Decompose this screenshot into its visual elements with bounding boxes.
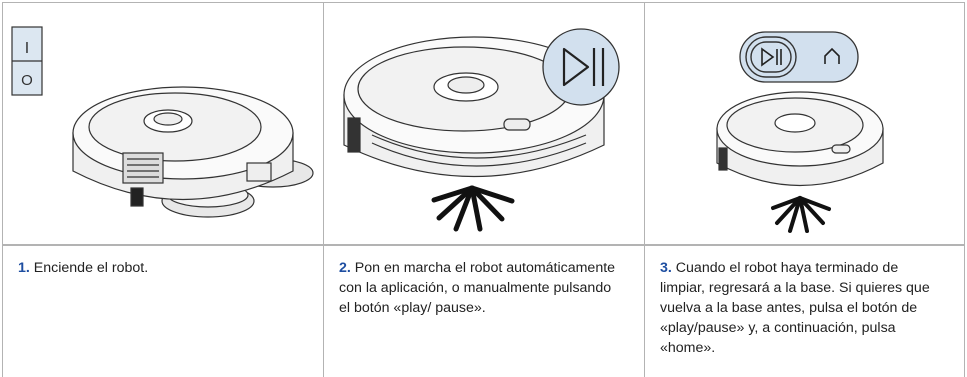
switch-off-symbol: O	[21, 72, 33, 89]
control-panel	[739, 31, 859, 83]
step-1-number: 1.	[18, 260, 30, 276]
power-switch-icon: I O	[11, 26, 43, 96]
robot-vacuum-with-mop-pads	[72, 86, 314, 218]
home-icon	[824, 47, 840, 64]
step-3-illustration	[644, 2, 965, 245]
step-3-text-cell: 3. Cuando el robot haya terminado de lim…	[644, 245, 965, 377]
step-3-number: 3.	[660, 260, 672, 276]
play-pause-icon	[745, 36, 797, 78]
step-1-illustration: I O	[2, 2, 324, 245]
step-3-caption: 3. Cuando el robot haya terminado de lim…	[660, 258, 944, 358]
step-2-number: 2.	[339, 260, 351, 276]
switch-on-symbol: I	[25, 40, 29, 57]
step-1-text-cell: 1. Enciende el robot.	[2, 245, 324, 377]
brush-bristles	[431, 185, 515, 232]
play-pause-icon	[542, 28, 620, 106]
step-2-text: Pon en marcha el robot automáticamente c…	[339, 260, 616, 316]
step-2-caption: 2. Pon en marcha el robot automáticament…	[339, 258, 624, 318]
step-2-illustration	[323, 2, 645, 245]
step-2-text-cell: 2. Pon en marcha el robot automáticament…	[323, 245, 645, 377]
robot-vacuum	[716, 91, 884, 187]
step-3-text: Cuando el robot haya terminado de limpia…	[660, 260, 930, 356]
step-1-caption: 1. Enciende el robot.	[18, 258, 303, 278]
step-1-text: Enciende el robot.	[33, 260, 149, 276]
brush-bristles	[771, 196, 831, 233]
robot-vacuum	[343, 36, 605, 177]
